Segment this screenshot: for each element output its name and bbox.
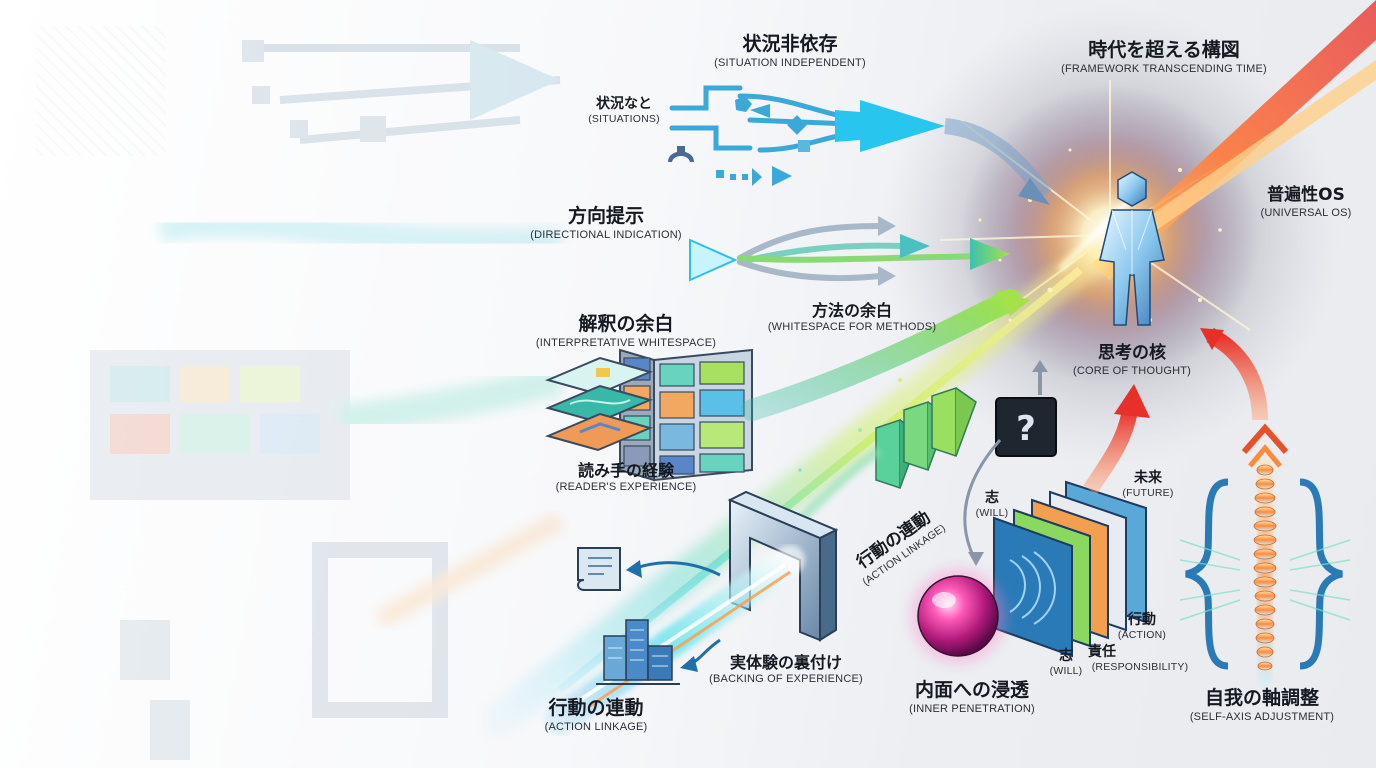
label-core: 思考の核 (CORE OF THOUGHT) xyxy=(1072,343,1192,377)
spine-icon xyxy=(1253,458,1277,686)
label-will-top: 志 (WILL) xyxy=(975,490,1009,520)
label-universal-os: 普遍性OS (UNIVERSAL OS) xyxy=(1260,185,1352,219)
label-whitespace-methods: 方法の余白 (WHITESPACE FOR METHODS) xyxy=(767,301,937,334)
label-action: 行動 (ACTION) xyxy=(1117,612,1167,642)
label-responsibility: 責任 (RESPONSIBILITY) xyxy=(1088,644,1189,674)
label-framework: 時代を超える構図 (FRAMEWORK TRANSCENDING TIME) xyxy=(1061,39,1267,75)
label-situation-independent: 状況非依存 (SITUATION INDEPENDENT) xyxy=(714,33,866,69)
layered-cards xyxy=(993,384,1150,658)
crystal-human-icon xyxy=(1099,171,1165,326)
label-action-linkage: 行動の連動 (ACTION LINKAGE) xyxy=(544,697,648,733)
diagonal-beams xyxy=(483,0,1376,737)
label-interpretive: 解釈の余白 (INTERPRETATIVE WHITESPACE) xyxy=(535,313,717,349)
label-future: 未来 (FUTURE) xyxy=(1122,470,1174,500)
self-axis-group xyxy=(1179,327,1351,686)
situation-flow xyxy=(668,85,1052,205)
action-chevrons xyxy=(776,386,977,544)
label-backing: 実体験の裏付け (BACKING OF EXPERIENCE) xyxy=(709,653,863,686)
label-will-bottom: 志 (WILL) xyxy=(1049,648,1083,678)
label-self-axis: 自我の軸調整 (SELF-AXIS ADJUSTMENT) xyxy=(1189,687,1335,723)
city-buildings-icon xyxy=(596,619,680,685)
label-reader-experience: 読み手の経験 (READER'S EXPERIENCE) xyxy=(555,461,697,494)
label-inner-penetration: 内面への浸透 (INNER PENETRATION) xyxy=(909,679,1035,715)
question-mark-icon: ? xyxy=(963,360,1057,566)
background-echo xyxy=(36,26,565,760)
svg-text:?: ? xyxy=(1016,409,1036,449)
curly-brace-icon xyxy=(1185,478,1229,670)
interpretive-panels xyxy=(544,289,1030,482)
glowing-sphere-icon xyxy=(910,568,1006,664)
label-directional: 方向提示 (DIRECTIONAL INDICATION) xyxy=(530,205,682,241)
label-situations: 状況なと (SITUATIONS) xyxy=(588,96,660,126)
direction-arrows xyxy=(529,216,1010,286)
document-scroll-icon xyxy=(577,547,621,591)
